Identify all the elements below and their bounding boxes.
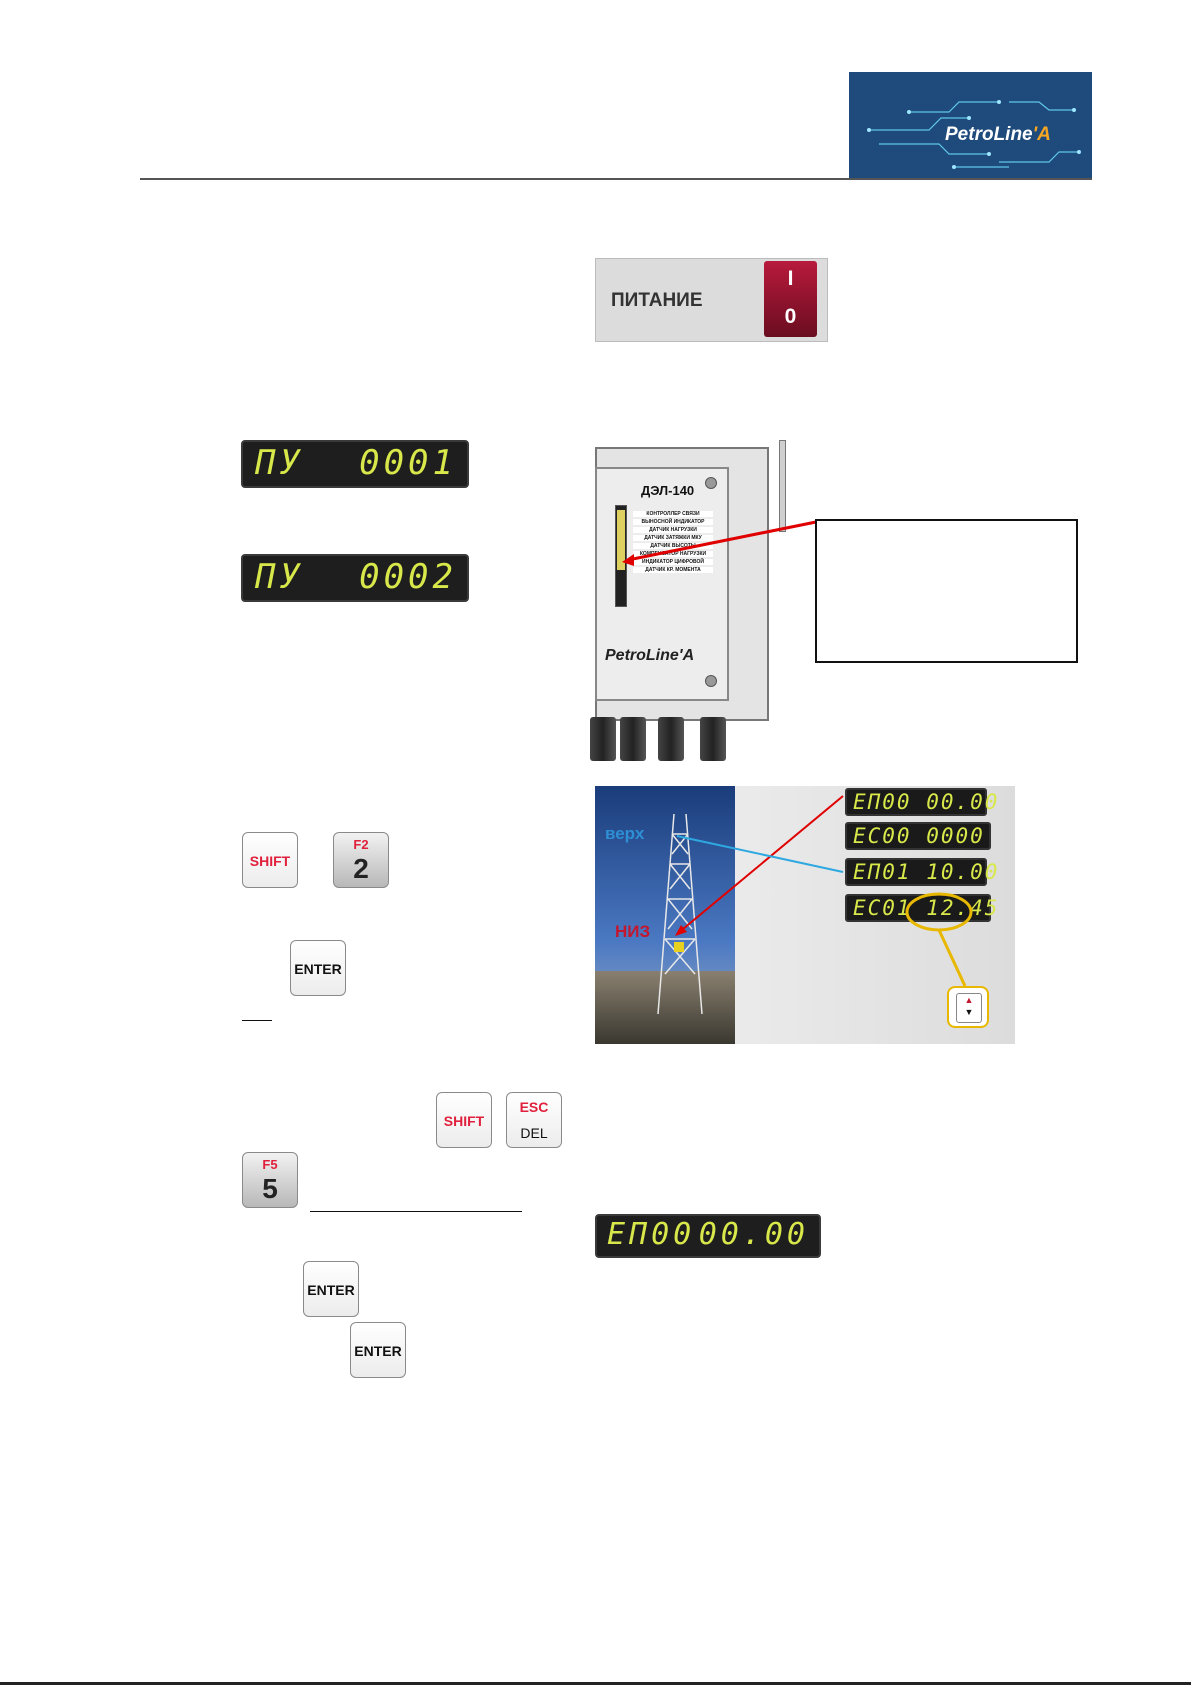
sensor-item: ДАТЧИК НАГРУЗКИ [633,527,713,533]
label-top: верх [605,824,645,843]
device-del-140: ДЭЛ-140 КОНТРОЛЛЕР СВЯЗИ ВЫНОСНОЙ ИНДИКА… [595,447,769,721]
underline [310,1211,522,1212]
power-panel: ПИТАНИЕ I 0 [595,258,828,342]
readout-tp00: ЕП00 00.00 [845,788,997,816]
readout-tc00: ЕС00 0000 [845,822,991,850]
display-mode: ПУ [255,443,304,483]
cable-gland-icon [700,717,726,761]
shift-key[interactable]: SHIFT [242,832,298,888]
callout-box [815,519,1078,663]
esc-del-key[interactable]: ESC DEL [506,1092,562,1148]
sensor-item: ДАТЧИК ВЫСОТЫ [633,543,713,549]
device-antenna [779,440,786,532]
power-switch[interactable]: I 0 [764,261,817,337]
sensor-item: ДАТЧИК КР. МОМЕНТА [633,567,713,573]
petroline-logo: PetroLine'A [849,72,1092,179]
cable-gland-icon [620,717,646,761]
arrow-up-icon[interactable]: ▲ [964,995,974,1005]
device-title: ДЭЛ-140 [641,483,695,498]
cable-gland-icon [590,717,616,761]
header-divider [140,178,1092,180]
page-bottom-edge [0,1682,1191,1685]
underline [242,1020,272,1021]
sensor-item: ИНДИКАТОР ЦИФРОВОЙ [633,559,713,565]
f2-key[interactable]: F2 2 [333,832,389,888]
screw-icon [705,675,717,687]
display-mode: ЕП00 [607,1217,696,1252]
sensor-item: ВЫНОСНОЙ ИНДИКАТОР [633,519,713,525]
up-down-buttons[interactable]: ▲ ▼ [947,986,989,1028]
sensor-item: ДАТЧИК ЗАТЯЖКИ МКУ [633,535,713,541]
derrick-photo-panel: верх НИЗ ЕП00 00.00 ЕС00 0000 ЕП01 10.00… [595,786,1015,1044]
enter-key[interactable]: ENTER [350,1322,406,1378]
device-sensor-list: КОНТРОЛЛЕР СВЯЗИ ВЫНОСНОЙ ИНДИКАТОР ДАТЧ… [633,511,713,575]
circuit-pattern-icon [867,100,1081,169]
enter-key[interactable]: ENTER [303,1261,359,1317]
device-brand: PetroLine'A [605,647,695,664]
label-bottom: НИЗ [615,922,651,941]
arrow-down-icon[interactable]: ▼ [964,1007,974,1017]
indicator-lines-icon [675,795,973,987]
shift-key[interactable]: SHIFT [436,1092,492,1148]
enter-key[interactable]: ENTER [290,940,346,996]
display-value: 0001 [359,443,457,483]
readout-tp01: ЕП01 10.00 [845,858,997,886]
ground-background [595,971,735,1044]
f5-key[interactable]: F5 5 [242,1152,298,1208]
logo-wordmark: PetroLine'A [945,124,1051,145]
led-column [615,505,627,607]
screw-icon [705,477,717,489]
switch-on-mark: I [787,267,794,290]
sensor-item: КОМПЕНСАТОР НАГРУЗКИ [633,551,713,557]
display-value: 00.00 [698,1217,809,1252]
display-pu-0001: ПУ 0001 [241,440,469,488]
display-tp00: ЕП00 00.00 [595,1214,821,1258]
power-label: ПИТАНИЕ [611,290,703,311]
cable-gland-icon [658,717,684,761]
switch-off-mark: 0 [784,305,797,328]
sensor-item: КОНТРОЛЛЕР СВЯЗИ [633,511,713,517]
display-pu-0002: ПУ 0002 [241,554,469,602]
device-front-panel: ДЭЛ-140 КОНТРОЛЛЕР СВЯЗИ ВЫНОСНОЙ ИНДИКА… [595,467,729,701]
display-mode: ПУ [255,557,304,597]
derrick-tower-icon [657,813,703,1015]
display-value: 0002 [359,557,457,597]
callout-arrow-icon [622,520,817,566]
